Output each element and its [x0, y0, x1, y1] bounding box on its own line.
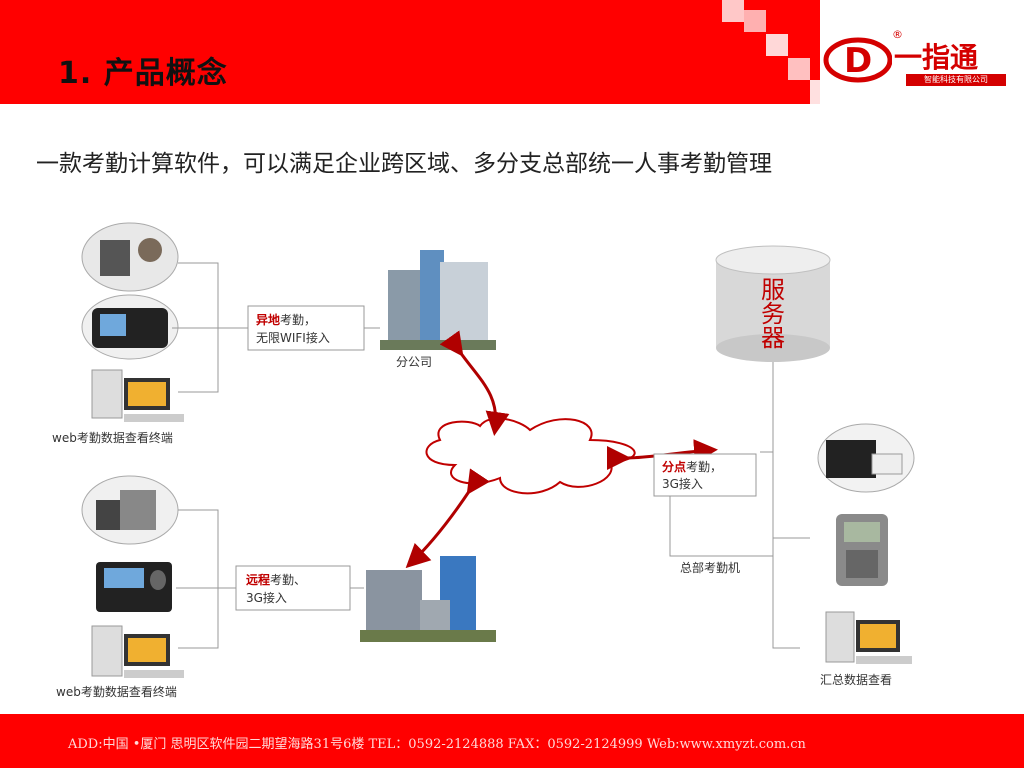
footer-bar: [0, 714, 1024, 768]
branch-point-line2: 3G接入: [662, 476, 703, 491]
svg-text:异地考勤，: 异地考勤，: [256, 312, 316, 327]
distant-attendance-box: 远程考勤、 3G接入: [235, 565, 351, 611]
branch-point-highlight: 分点: [662, 459, 686, 474]
remote-box-highlight: 异地: [256, 312, 280, 327]
hq-device-label: 总部考勤机: [680, 560, 740, 575]
server-label-2: 务: [761, 300, 785, 328]
logo-letter: D: [844, 41, 872, 81]
branch-office-label: 分公司: [396, 355, 432, 369]
web-terminal-label-top: web考勤数据查看终端: [52, 430, 173, 445]
hq-attendance-machine-icon: [836, 514, 888, 586]
attendance-terminal-icon: [81, 294, 179, 360]
remote-box-line2: 无限WIFI接入: [256, 330, 330, 345]
remote-attendance-box: 异地考勤， 无限WIFI接入: [247, 305, 365, 351]
fingerprint-scan-photo-icon: [81, 475, 179, 545]
distant-box-line2: 3G接入: [246, 590, 287, 605]
remote-box-rest: 考勤，: [280, 313, 316, 327]
branch-point-box: 分点考勤， 3G接入: [653, 453, 757, 497]
branch-point-rest: 考勤，: [686, 460, 722, 474]
server-label-3: 器: [761, 324, 785, 352]
logo-mark-icon: D: [823, 37, 893, 83]
fingerprint-photo-icon: [81, 222, 179, 292]
logo-name: 一指通: [894, 41, 979, 74]
attendance-network-diagram: web考勤数据查看终端 异地考勤， 无限WIFI接入 分公司 服 务 器 分点考…: [52, 222, 915, 699]
fingerprint-terminal-icon: [96, 562, 172, 612]
logo-area: [820, 0, 1024, 104]
distant-box-rest: 考勤、: [270, 573, 306, 587]
branch-office-building-icon: [380, 250, 496, 350]
web-terminal-label-bottom: web考勤数据查看终端: [56, 684, 177, 699]
server-label-1: 服: [761, 276, 785, 304]
company-logo: D ® 一指通 智能科技有限公司: [822, 28, 1012, 90]
logo-registered-mark: ®: [892, 28, 903, 41]
summary-label: 汇总数据查看: [820, 672, 892, 687]
computer-terminal-bottom-icon: [91, 625, 184, 678]
page-title: 1. 产品概念: [58, 56, 228, 91]
svg-text:分点考勤，: 分点考勤，: [662, 459, 722, 474]
decorative-squares: [722, 0, 1002, 104]
card-reader-icon: [817, 423, 915, 493]
network-cloud: [425, 417, 636, 495]
distant-box-highlight: 远程: [246, 572, 270, 587]
footer-contact-text: ADD:中国 •厦门 思明区软件园二期望海路31号6楼 TEL：0592-212…: [68, 737, 806, 752]
server-cylinder-icon: [715, 245, 831, 362]
remote-office-building-icon: [360, 556, 496, 642]
slide-subtitle: 一款考勤计算软件，可以满足企业跨区域、多分支总部统一人事考勤管理: [36, 151, 772, 177]
logo-subtitle: 智能科技有限公司: [906, 74, 1006, 86]
computer-terminal-icon: [91, 369, 184, 422]
summary-computer-icon: [825, 611, 912, 664]
svg-text:远程考勤、: 远程考勤、: [246, 572, 306, 587]
